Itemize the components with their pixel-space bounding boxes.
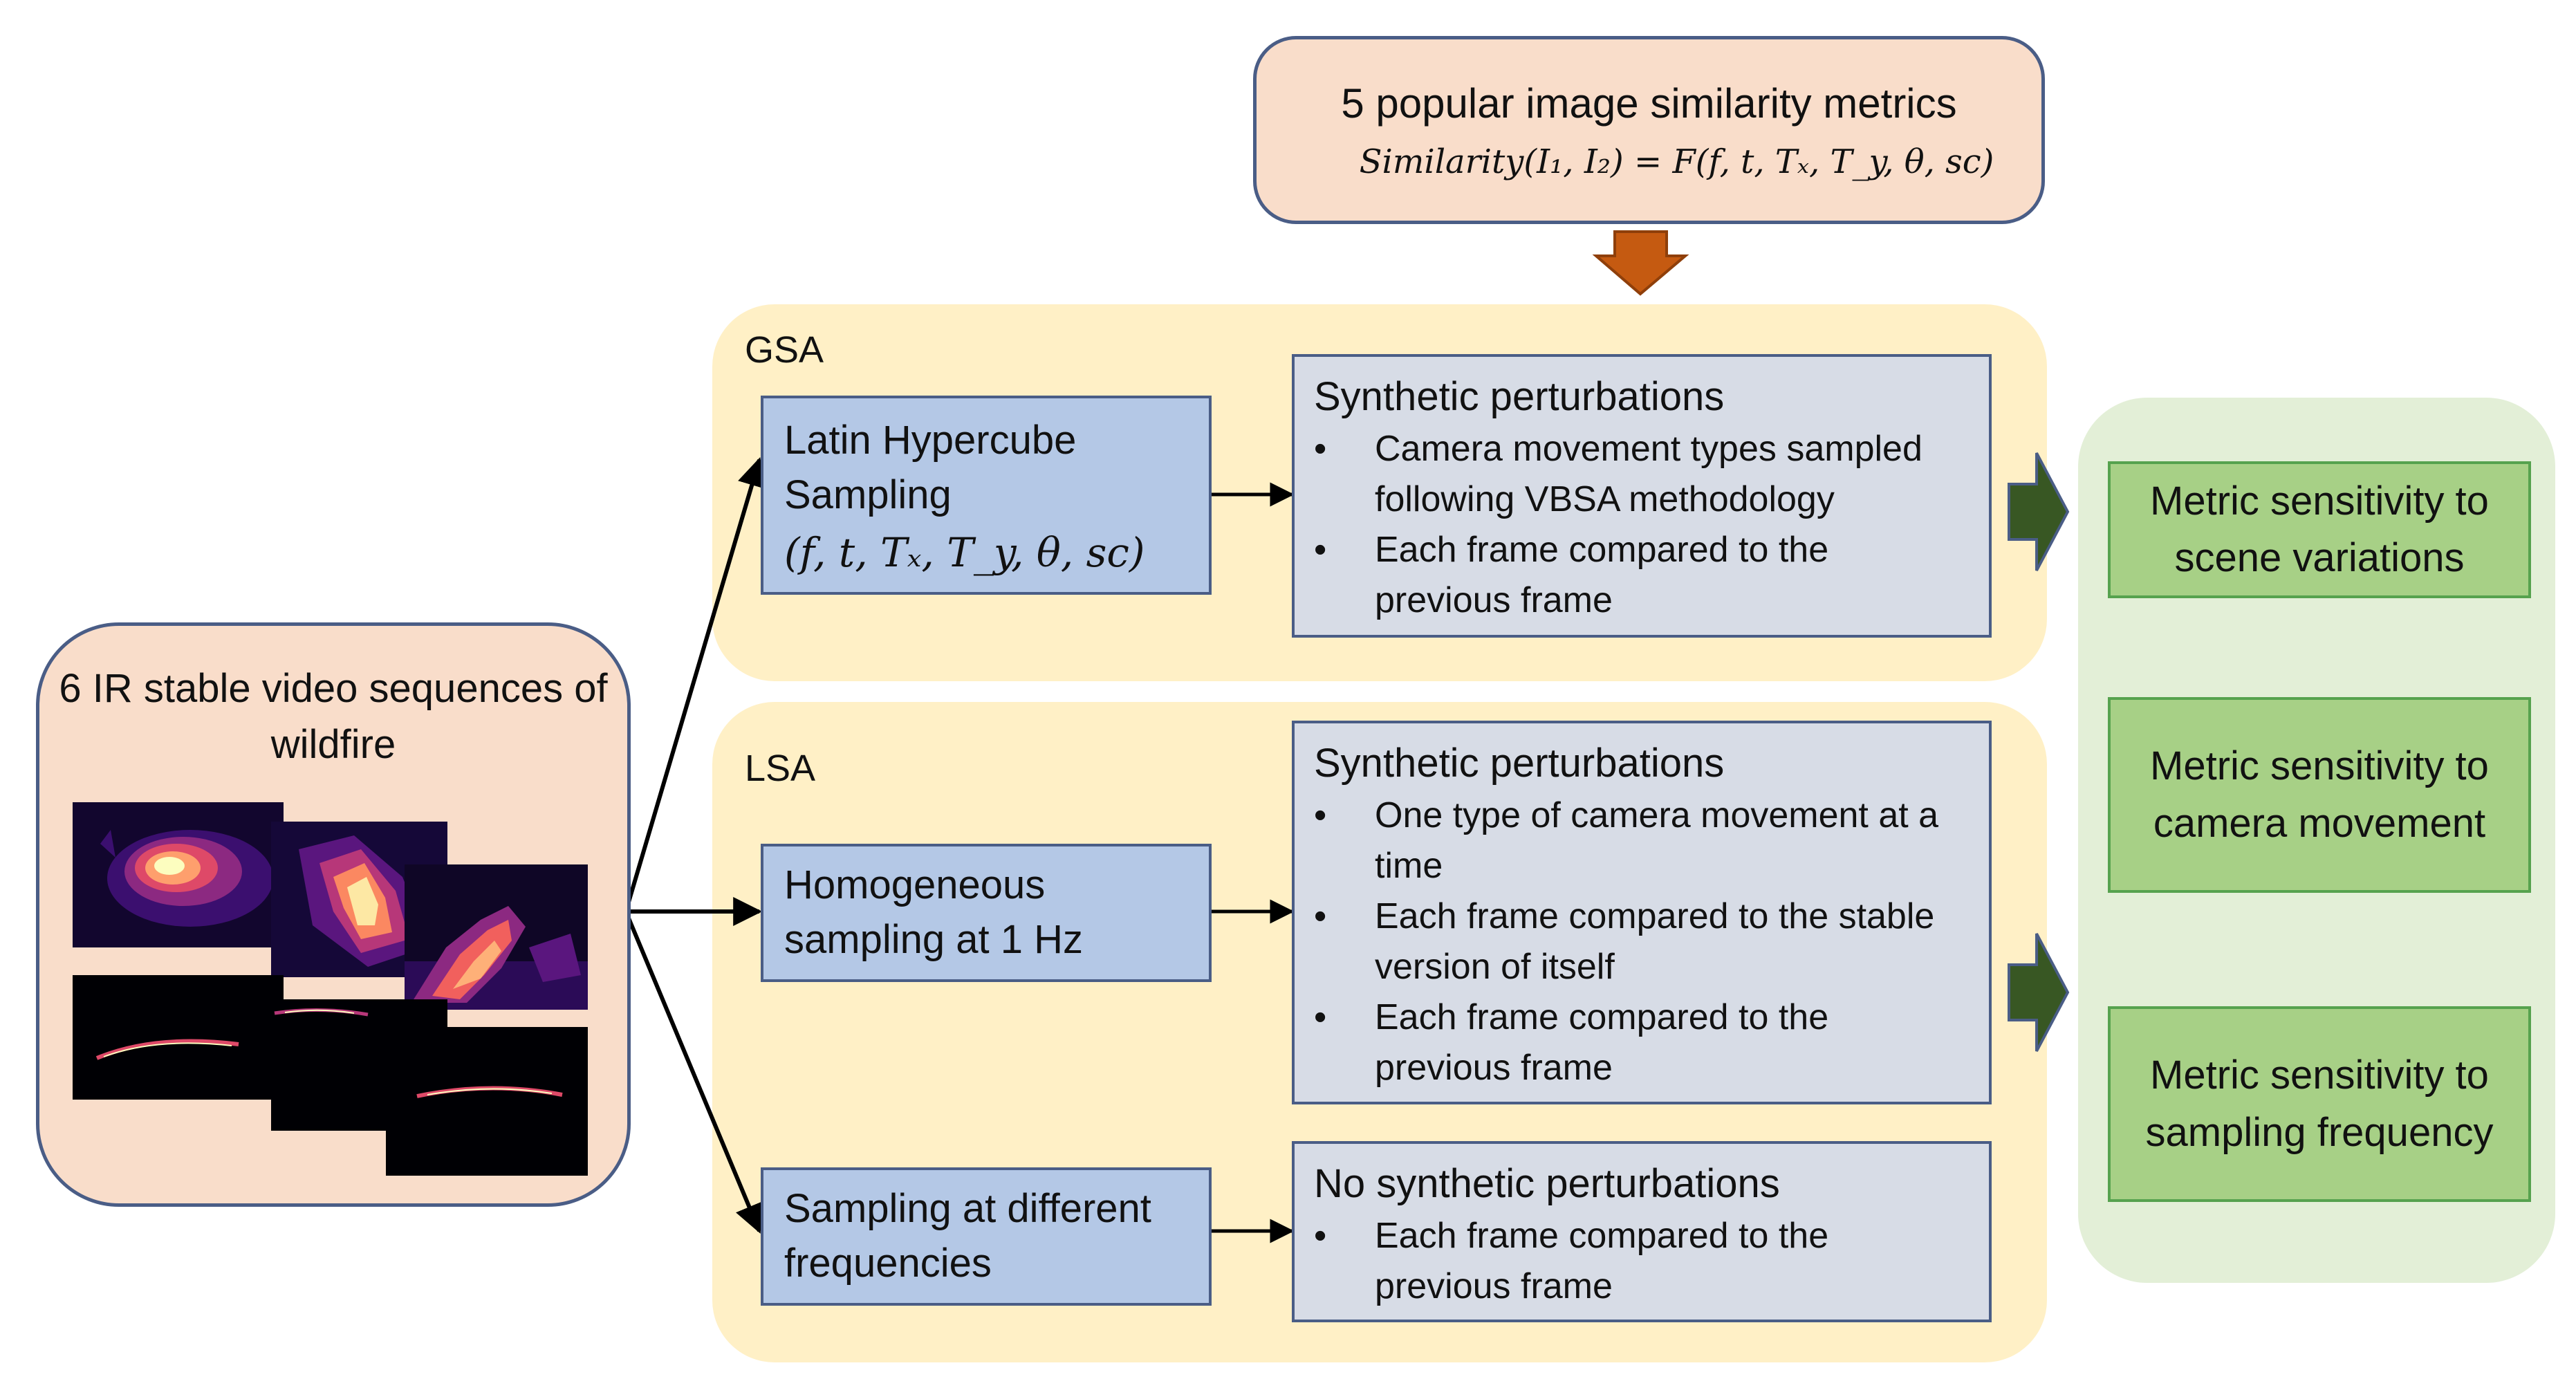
- result-sampling-frequency: Metric sensitivity to sampling frequency: [2108, 1006, 2531, 1202]
- no-perturbation-bullet: Each frame compared to the previous fram…: [1314, 1211, 1970, 1312]
- gsa-perturbations-box: Synthetic perturbations Camera movement …: [1292, 354, 1992, 638]
- lsa-perturbation-bullet: Each frame compared to the stable versio…: [1314, 891, 1970, 992]
- homogeneous-sampling-box: Homogeneous sampling at 1 Hz: [761, 844, 1212, 982]
- similarity-metrics-title: 5 popular image similarity metrics: [1341, 80, 1957, 127]
- right-arrow-icon-2: [2008, 933, 2070, 1052]
- wildfire-ir-thumbnail-4: [73, 975, 284, 1100]
- no-perturbations-box: No synthetic perturbations Each frame co…: [1292, 1141, 1992, 1322]
- result-scene-variations: Metric sensitivity to scene variations: [2108, 461, 2531, 598]
- sampling-parameters-formula: (f, t, Tₓ, T_y, θ, sc): [784, 528, 1145, 576]
- lsa-perturbations-title: Synthetic perturbations: [1314, 741, 1725, 786]
- video-sequences-title: 6 IR stable video sequences of wildfire: [59, 666, 608, 768]
- similarity-formula: Similarity(I₁, I₂) = F(f, t, Tₓ, T_y, θ,…: [1359, 142, 1994, 181]
- lsa-perturbation-bullet: One type of camera movement at a time: [1314, 790, 1970, 891]
- gsa-perturbation-bullet: Each frame compared to the previous fram…: [1314, 525, 1970, 626]
- lsa-label: LSA: [745, 748, 816, 789]
- gsa-perturbation-bullet: Camera movement types sampled following …: [1314, 424, 1970, 525]
- arrow-to-frequencies: [624, 910, 763, 1234]
- latin-hypercube-sampling-label: Latin Hypercube Sampling: [784, 418, 1077, 517]
- right-arrow-icon: [2008, 452, 2070, 571]
- gsa-label: GSA: [745, 329, 824, 371]
- wildfire-ir-thumbnail-1: [73, 802, 284, 947]
- latin-hypercube-sampling-box: Latin Hypercube Sampling (f, t, Tₓ, T_y,…: [761, 396, 1212, 595]
- lsa-perturbation-bullet: Each frame compared to the previous fram…: [1314, 992, 1970, 1093]
- down-arrow-icon: [1592, 230, 1689, 296]
- frequency-sampling-label: Sampling at different frequencies: [784, 1186, 1151, 1286]
- no-perturbations-title: No synthetic perturbations: [1314, 1161, 1780, 1206]
- wildfire-ir-thumbnail-3: [405, 864, 588, 1010]
- homogeneous-sampling-label: Homogeneous sampling at 1 Hz: [784, 862, 1083, 962]
- wildfire-ir-thumbnail-6: [386, 1027, 588, 1176]
- similarity-metrics-box: 5 popular image similarity metrics Simil…: [1253, 36, 2045, 224]
- gsa-perturbations-title: Synthetic perturbations: [1314, 374, 1725, 419]
- frequency-sampling-box: Sampling at different frequencies: [761, 1167, 1212, 1306]
- lsa-perturbations-box: Synthetic perturbations One type of came…: [1292, 721, 1992, 1104]
- result-camera-movement: Metric sensitivity to camera movement: [2108, 697, 2531, 893]
- arrow-to-gsa: [624, 456, 766, 912]
